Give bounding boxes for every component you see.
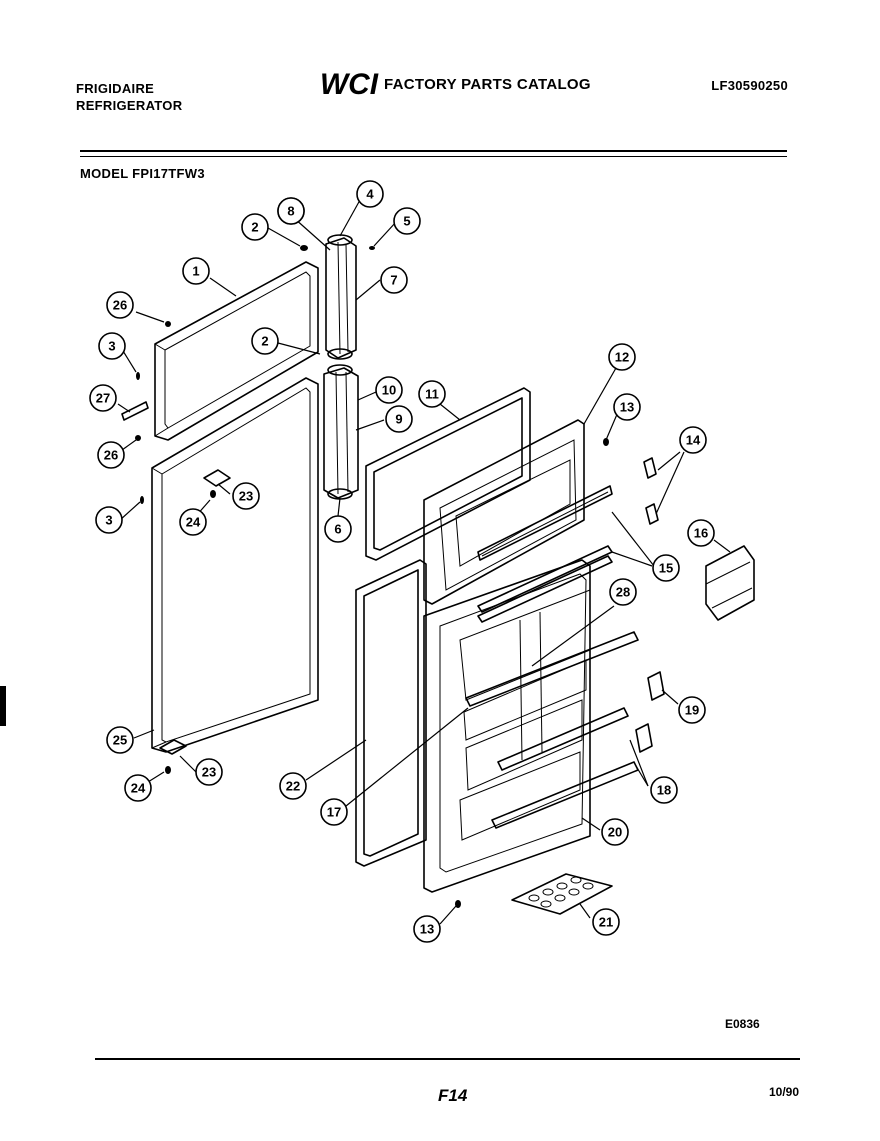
svg-text:3: 3 bbox=[108, 339, 115, 354]
product-type: REFRIGERATOR bbox=[76, 98, 183, 113]
brand-block: FRIGIDAIRE REFRIGERATOR bbox=[76, 80, 182, 114]
callout-3-top: 3 bbox=[98, 332, 126, 360]
svg-text:19: 19 bbox=[685, 703, 699, 718]
fresh-food-handle bbox=[323, 364, 359, 500]
callout-24-bottom: 24 bbox=[124, 774, 152, 802]
svg-text:12: 12 bbox=[615, 350, 629, 365]
callout-14: 14 bbox=[679, 426, 707, 454]
header-rule bbox=[80, 150, 787, 157]
svg-text:13: 13 bbox=[420, 922, 434, 937]
callout-leaders bbox=[117, 199, 731, 925]
callout-13-bottom: 13 bbox=[413, 915, 441, 943]
svg-text:22: 22 bbox=[286, 779, 300, 794]
fresh-food-gasket bbox=[355, 559, 427, 867]
svg-text:24: 24 bbox=[186, 515, 201, 530]
callout-23-bottom: 23 bbox=[195, 758, 223, 786]
callout-17: 17 bbox=[320, 798, 348, 826]
callout-26-bottom: 26 bbox=[97, 441, 125, 469]
page-number: F14 bbox=[438, 1086, 468, 1105]
callout-5: 5 bbox=[393, 207, 421, 235]
dairy-door bbox=[705, 545, 755, 621]
callout-27: 27 bbox=[89, 384, 117, 412]
svg-text:18: 18 bbox=[657, 783, 671, 798]
egg-tray bbox=[511, 873, 613, 915]
svg-text:11: 11 bbox=[425, 387, 439, 402]
svg-text:21: 21 bbox=[599, 915, 613, 930]
callout-3-bottom: 3 bbox=[95, 506, 123, 534]
svg-text:23: 23 bbox=[239, 489, 253, 504]
revision-date: 10/90 bbox=[769, 1085, 800, 1099]
svg-text:13: 13 bbox=[620, 400, 634, 415]
svg-text:14: 14 bbox=[686, 433, 701, 448]
callout-9: 9 bbox=[385, 405, 413, 433]
catalog-number: LF30590250 bbox=[711, 78, 788, 93]
svg-text:15: 15 bbox=[659, 561, 673, 576]
door-hardware bbox=[121, 245, 308, 774]
svg-text:1: 1 bbox=[192, 264, 199, 279]
svg-text:9: 9 bbox=[395, 412, 402, 427]
callout-10: 10 bbox=[375, 376, 403, 404]
fresh-food-door-panel bbox=[151, 377, 319, 753]
svg-text:26: 26 bbox=[104, 448, 118, 463]
callout-16: 16 bbox=[687, 519, 715, 547]
callout-26-top: 26 bbox=[106, 291, 134, 319]
callout-2-mid: 2 bbox=[251, 327, 279, 355]
svg-text:26: 26 bbox=[113, 298, 127, 313]
freezer-shelf-rail bbox=[477, 545, 613, 623]
scan-edge-mark bbox=[0, 686, 6, 726]
callout-4: 4 bbox=[356, 180, 384, 208]
callout-12: 12 bbox=[608, 343, 636, 371]
svg-text:7: 7 bbox=[390, 273, 397, 288]
callout-22: 22 bbox=[279, 772, 307, 800]
callout-24-top: 24 bbox=[179, 508, 207, 536]
wci-logo: WCI bbox=[320, 68, 379, 100]
freezer-handle bbox=[325, 234, 375, 360]
figure-code: E0836 bbox=[725, 1017, 760, 1031]
callout-15: 15 bbox=[652, 554, 680, 582]
footer-rule bbox=[95, 1058, 800, 1060]
callout-20: 20 bbox=[601, 818, 629, 846]
callout-8-visible: 8 bbox=[277, 197, 305, 225]
model-label: MODEL FPI17TFW3 bbox=[80, 166, 205, 181]
svg-text:17: 17 bbox=[327, 805, 341, 820]
callout-23-top: 23 bbox=[232, 482, 260, 510]
svg-text:23: 23 bbox=[202, 765, 216, 780]
logo-text: WCI bbox=[320, 68, 379, 100]
svg-text:2: 2 bbox=[261, 334, 268, 349]
callout-21: 21 bbox=[592, 908, 620, 936]
svg-text:20: 20 bbox=[608, 825, 622, 840]
svg-text:28: 28 bbox=[616, 585, 630, 600]
svg-text:16: 16 bbox=[694, 526, 708, 541]
callout-6-bottom: 6 bbox=[324, 515, 352, 543]
callout-11: 11 bbox=[418, 380, 446, 408]
callout-2-top: 2 bbox=[241, 213, 269, 241]
svg-text:3: 3 bbox=[105, 513, 112, 528]
callout-1: 1 bbox=[182, 257, 210, 285]
svg-text:5: 5 bbox=[403, 214, 410, 229]
svg-text:6: 6 bbox=[334, 522, 341, 537]
callout-25: 25 bbox=[106, 726, 134, 754]
brand-name: FRIGIDAIRE bbox=[76, 81, 155, 96]
callout-28: 28 bbox=[609, 578, 637, 606]
callout-18: 18 bbox=[650, 776, 678, 804]
svg-text:10: 10 bbox=[382, 383, 396, 398]
svg-text:8: 8 bbox=[287, 204, 294, 219]
shelf-brackets bbox=[635, 457, 665, 753]
callout-7: 7 bbox=[380, 266, 408, 294]
callout-13-top: 13 bbox=[613, 393, 641, 421]
svg-text:27: 27 bbox=[96, 391, 110, 406]
svg-text:24: 24 bbox=[131, 781, 146, 796]
svg-text:25: 25 bbox=[113, 733, 127, 748]
catalog-title: FACTORY PARTS CATALOG bbox=[384, 76, 591, 93]
door-shelf-rails bbox=[465, 631, 639, 829]
freezer-inner-liner bbox=[423, 419, 613, 605]
svg-text:2: 2 bbox=[251, 220, 258, 235]
callout-19: 19 bbox=[678, 696, 706, 724]
freezer-door-panel bbox=[154, 261, 319, 441]
svg-text:4: 4 bbox=[366, 187, 374, 202]
